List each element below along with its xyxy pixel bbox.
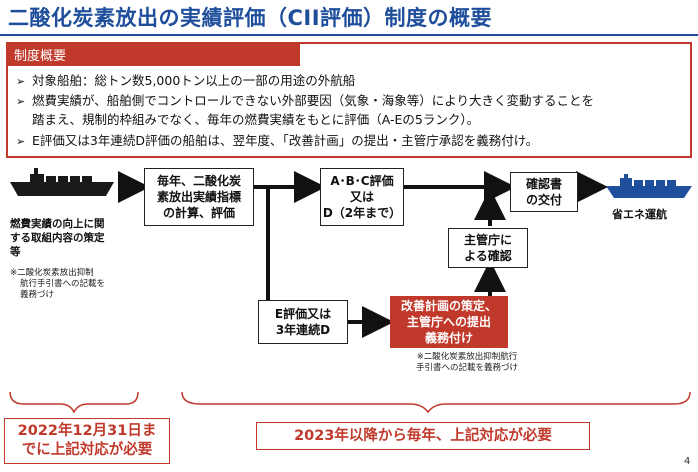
box-line: の交付 bbox=[525, 193, 562, 207]
bullet-2-cont: 踏まえ、規制的枠組みでなく、毎年の燃費実績をもとに評価（A-Eの5ランク）。 bbox=[32, 112, 480, 127]
bullet-2: ➢ 燃費実績が、船舶側でコントロールできない外部要因（気象・海象等）により大きく変… bbox=[16, 92, 594, 111]
box-line: 主管庁に bbox=[463, 233, 512, 247]
box-line: D（2年まで） bbox=[322, 206, 402, 220]
eco-ship-icon bbox=[606, 174, 692, 198]
title-underline bbox=[0, 34, 698, 36]
abc-rating-box: A･B･C評価 又は D（2年まで） bbox=[320, 168, 404, 226]
cargo-ship-icon bbox=[10, 168, 114, 196]
left-note: ※二酸化炭素放出抑制 航行手引書への記載を 義務づけ bbox=[10, 268, 130, 301]
bullet-text: E評価又は3年連続D評価の船舶は、翌年度、「改善計画」の提出・主管庁承認を義務付… bbox=[32, 133, 539, 148]
brace-left bbox=[9, 391, 139, 414]
left-action-label: 燃費実績の向上に関 する取組内容の策定 等 bbox=[10, 217, 128, 259]
box-line: 3年連続D bbox=[275, 323, 331, 337]
box-line: 義務付け bbox=[424, 331, 473, 345]
bullet-text: 対象船舶：総トン数5,000トン以上の一部の用途の外航船 bbox=[32, 73, 356, 88]
brace-right bbox=[181, 391, 691, 414]
bullet-text: 燃費実績が、船舶側でコントロールできない外部要因（気象・海象等）により大きく変動… bbox=[32, 93, 595, 108]
page-title: 二酸化炭素放出の実績評価（CII評価）制度の概要 bbox=[8, 6, 493, 30]
note-line: 義務づけ bbox=[20, 290, 55, 300]
bullet-arrow-icon: ➢ bbox=[16, 95, 26, 108]
box-line: 又は bbox=[349, 190, 374, 204]
box-line: E評価又は bbox=[274, 307, 332, 321]
box-line: 改善計画の策定、 bbox=[400, 299, 497, 313]
bullet-arrow-icon: ➢ bbox=[16, 135, 26, 148]
page-number: 4 bbox=[684, 456, 691, 467]
annual-2023-callout: 2023年以降から毎年、上記対応が必要 bbox=[256, 422, 590, 450]
left-label-line: する取組内容の策定 bbox=[10, 232, 105, 244]
bullet-arrow-icon: ➢ bbox=[16, 75, 26, 88]
callout-line: 2022年12月31日ま bbox=[17, 423, 157, 439]
confirmation-issue-box: 確認書 の交付 bbox=[510, 172, 578, 212]
authority-check-box: 主管庁に よる確認 bbox=[448, 228, 528, 268]
box-line: 確認書 bbox=[525, 177, 562, 191]
e-or-d-rating-box: E評価又は 3年連続D bbox=[258, 300, 348, 344]
calc-evaluation-box: 毎年、二酸化炭 素放出実績指標 の計算、評価 bbox=[144, 168, 254, 226]
note-line: ※二酸化炭素放出抑制航行 bbox=[416, 352, 518, 362]
note-line: 航行手引書への記載を bbox=[20, 279, 106, 289]
bullet-3: ➢ E評価又は3年連続D評価の船舶は、翌年度、「改善計画」の提出・主管庁承認を義務… bbox=[16, 132, 538, 151]
bullet-1: ➢ 対象船舶：総トン数5,000トン以上の一部の用途の外航船 bbox=[16, 72, 355, 91]
box-line: 毎年、二酸化炭 bbox=[156, 174, 241, 188]
note-line: 手引書への記載を義務づけ bbox=[415, 363, 518, 373]
deadline-2022-callout: 2022年12月31日ま でに上記対応が必要 bbox=[4, 418, 170, 464]
box-line: の計算、評価 bbox=[162, 206, 235, 220]
note-line: ※二酸化炭素放出抑制 bbox=[10, 268, 94, 278]
box-line: 主管庁への提出 bbox=[406, 315, 491, 329]
callout-line: でに上記対応が必要 bbox=[21, 442, 153, 458]
box-line: よる確認 bbox=[464, 249, 512, 263]
box-line: A･B･C評価 bbox=[330, 174, 394, 188]
box-line: 素放出実績指標 bbox=[156, 190, 241, 204]
overview-heading: 制度概要 bbox=[6, 42, 300, 66]
improvement-plan-box: 改善計画の策定、 主管庁への提出 義務付け bbox=[390, 296, 508, 348]
left-label-line: 等 bbox=[10, 246, 21, 258]
left-label-line: 燃費実績の向上に関 bbox=[10, 218, 105, 230]
plan-note: ※二酸化炭素放出抑制航行 手引書への記載を義務づけ bbox=[392, 352, 542, 374]
eco-operation-label: 省エネ運航 bbox=[612, 208, 667, 221]
